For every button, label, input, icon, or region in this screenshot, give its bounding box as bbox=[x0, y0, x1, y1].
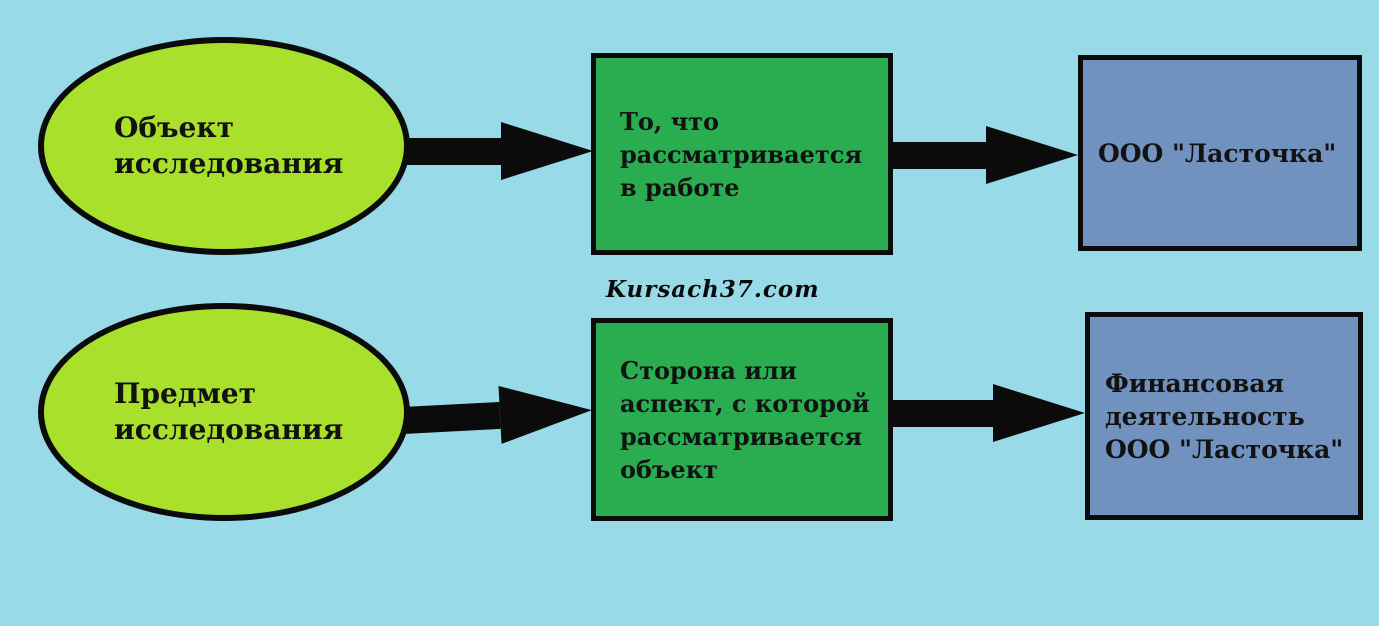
ellipse-subject-label: Предмет исследования bbox=[114, 377, 344, 446]
arrow-head bbox=[501, 122, 593, 180]
ellipse-object-of-research: Объект исследования bbox=[38, 37, 410, 255]
arrow-head bbox=[993, 384, 1085, 442]
arrow-shaft bbox=[891, 399, 993, 427]
arrow-right-icon bbox=[891, 384, 1085, 442]
arrow-right-icon bbox=[890, 126, 1078, 184]
process-subject-label: Сторона или аспект, с которой рассматрив… bbox=[620, 355, 870, 484]
arrow-shaft bbox=[890, 141, 986, 169]
arrow-shaft bbox=[404, 401, 501, 434]
arrow-head bbox=[986, 126, 1078, 184]
ellipse-subject-of-research: Предмет исследования bbox=[38, 303, 410, 521]
arrow-right-icon bbox=[405, 122, 593, 180]
arrow-head bbox=[498, 381, 594, 444]
result-company-label: ООО "Ласточка" bbox=[1098, 138, 1337, 168]
process-object-label: То, что рассматривается в работе bbox=[620, 106, 863, 202]
arrow-right-icon bbox=[404, 381, 594, 449]
result-box-company: ООО "Ласточка" bbox=[1078, 55, 1362, 251]
arrow-shaft bbox=[405, 137, 501, 165]
result-financial-label: Финансовая деятельность ООО "Ласточка" bbox=[1105, 368, 1344, 464]
process-box-object-definition: То, что рассматривается в работе bbox=[591, 53, 893, 255]
process-box-subject-definition: Сторона или аспект, с которой рассматрив… bbox=[591, 318, 893, 521]
result-box-financial-activity: Финансовая деятельность ООО "Ласточка" bbox=[1085, 312, 1363, 520]
watermark: Kursach37.com bbox=[606, 276, 820, 303]
ellipse-object-label: Объект исследования bbox=[114, 111, 344, 180]
